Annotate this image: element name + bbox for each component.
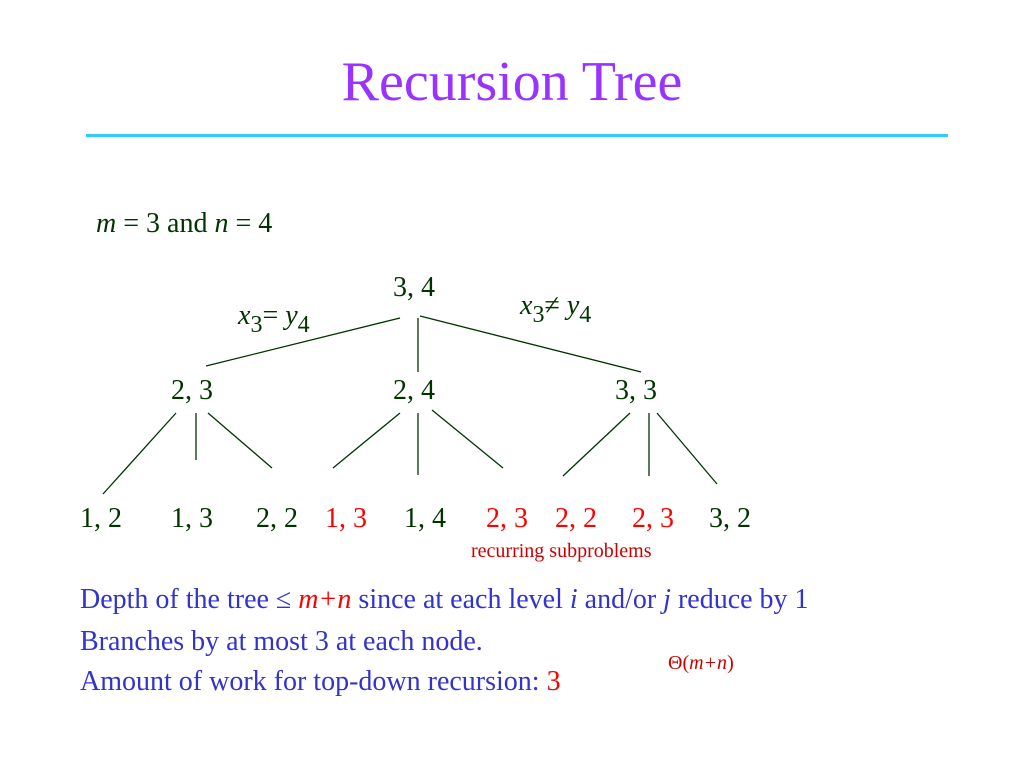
slide-title: Recursion Tree bbox=[341, 51, 683, 113]
work-statement: Amount of work for top-down recursion: 3 bbox=[80, 666, 561, 698]
edge-33-leaf7 bbox=[562, 412, 631, 477]
tree-leaf: 1, 3 bbox=[171, 503, 213, 534]
depth-bound: m+n bbox=[298, 584, 352, 615]
work-text: Amount of work for top-down recursion: bbox=[80, 666, 547, 697]
cond-equal-op: = bbox=[262, 300, 286, 331]
index-i: i bbox=[569, 584, 578, 615]
exponent-mn: m+n bbox=[689, 652, 728, 674]
cond-notequal-x-sub: 3 bbox=[532, 302, 545, 328]
m-symbol: m bbox=[96, 208, 117, 239]
work-base: 3 bbox=[546, 666, 561, 697]
tree-leaf-recurring: 2, 3 bbox=[486, 503, 528, 534]
m-value: = 3 and bbox=[116, 208, 215, 239]
cond-notequal-y: y bbox=[566, 290, 580, 321]
tree-node-level1: 3, 3 bbox=[615, 375, 657, 406]
exponent-close: ) bbox=[727, 652, 734, 674]
cond-equal-y-sub: 4 bbox=[297, 312, 310, 338]
tree-leaf-recurring: 2, 3 bbox=[632, 503, 674, 534]
cond-notequal-x: x bbox=[520, 290, 533, 321]
edge-24-leaf6 bbox=[431, 409, 504, 469]
cond-notequal-y-sub: 4 bbox=[579, 302, 592, 328]
condition-not-equal: x3≠ y4 bbox=[520, 290, 591, 329]
branching-statement: Branches by at most 3 at each node. bbox=[80, 626, 483, 657]
tree-leaf-recurring: 2, 2 bbox=[555, 503, 597, 534]
cond-equal-x: x bbox=[238, 300, 251, 331]
n-value: = 4 bbox=[228, 208, 273, 239]
cond-notequal-op: ≠ bbox=[544, 290, 567, 321]
cond-equal-x-sub: 3 bbox=[250, 312, 263, 338]
work-exponent: Θ(m+n) bbox=[668, 652, 734, 675]
edge-23-leaf1 bbox=[102, 412, 177, 495]
edge-24-leaf4 bbox=[332, 412, 401, 469]
edge-33-leaf9 bbox=[656, 412, 718, 485]
depth-text: reduce by 1 bbox=[670, 584, 809, 615]
title-divider bbox=[86, 134, 948, 137]
recurring-subproblems-note: recurring subproblems bbox=[471, 540, 652, 562]
edge-root-right bbox=[419, 315, 642, 373]
depth-text: since at each level bbox=[351, 584, 570, 615]
edge-root-left bbox=[205, 317, 401, 367]
index-j: j bbox=[663, 584, 671, 615]
depth-statement: Depth of the tree ≤ m+n since at each le… bbox=[80, 584, 809, 616]
depth-text: and/or bbox=[577, 584, 664, 615]
n-symbol: n bbox=[214, 208, 229, 239]
tree-leaf-recurring: 1, 3 bbox=[325, 503, 367, 534]
tree-root: 3, 4 bbox=[393, 272, 435, 303]
parameter-line: m = 3 and n = 4 bbox=[96, 208, 272, 240]
tree-node-level1: 2, 3 bbox=[171, 375, 213, 406]
tree-leaf: 1, 2 bbox=[80, 503, 122, 534]
tree-leaf: 3, 2 bbox=[709, 503, 751, 534]
depth-text: Depth of the tree ≤ bbox=[80, 584, 299, 615]
theta-symbol: Θ( bbox=[668, 652, 690, 674]
edge-23-leaf3 bbox=[207, 412, 273, 469]
tree-leaf: 2, 2 bbox=[256, 503, 298, 534]
tree-node-level1: 2, 4 bbox=[393, 375, 435, 406]
cond-equal-y: y bbox=[285, 300, 298, 331]
condition-equal: x3= y4 bbox=[238, 300, 310, 339]
tree-leaf: 1, 4 bbox=[404, 503, 446, 534]
